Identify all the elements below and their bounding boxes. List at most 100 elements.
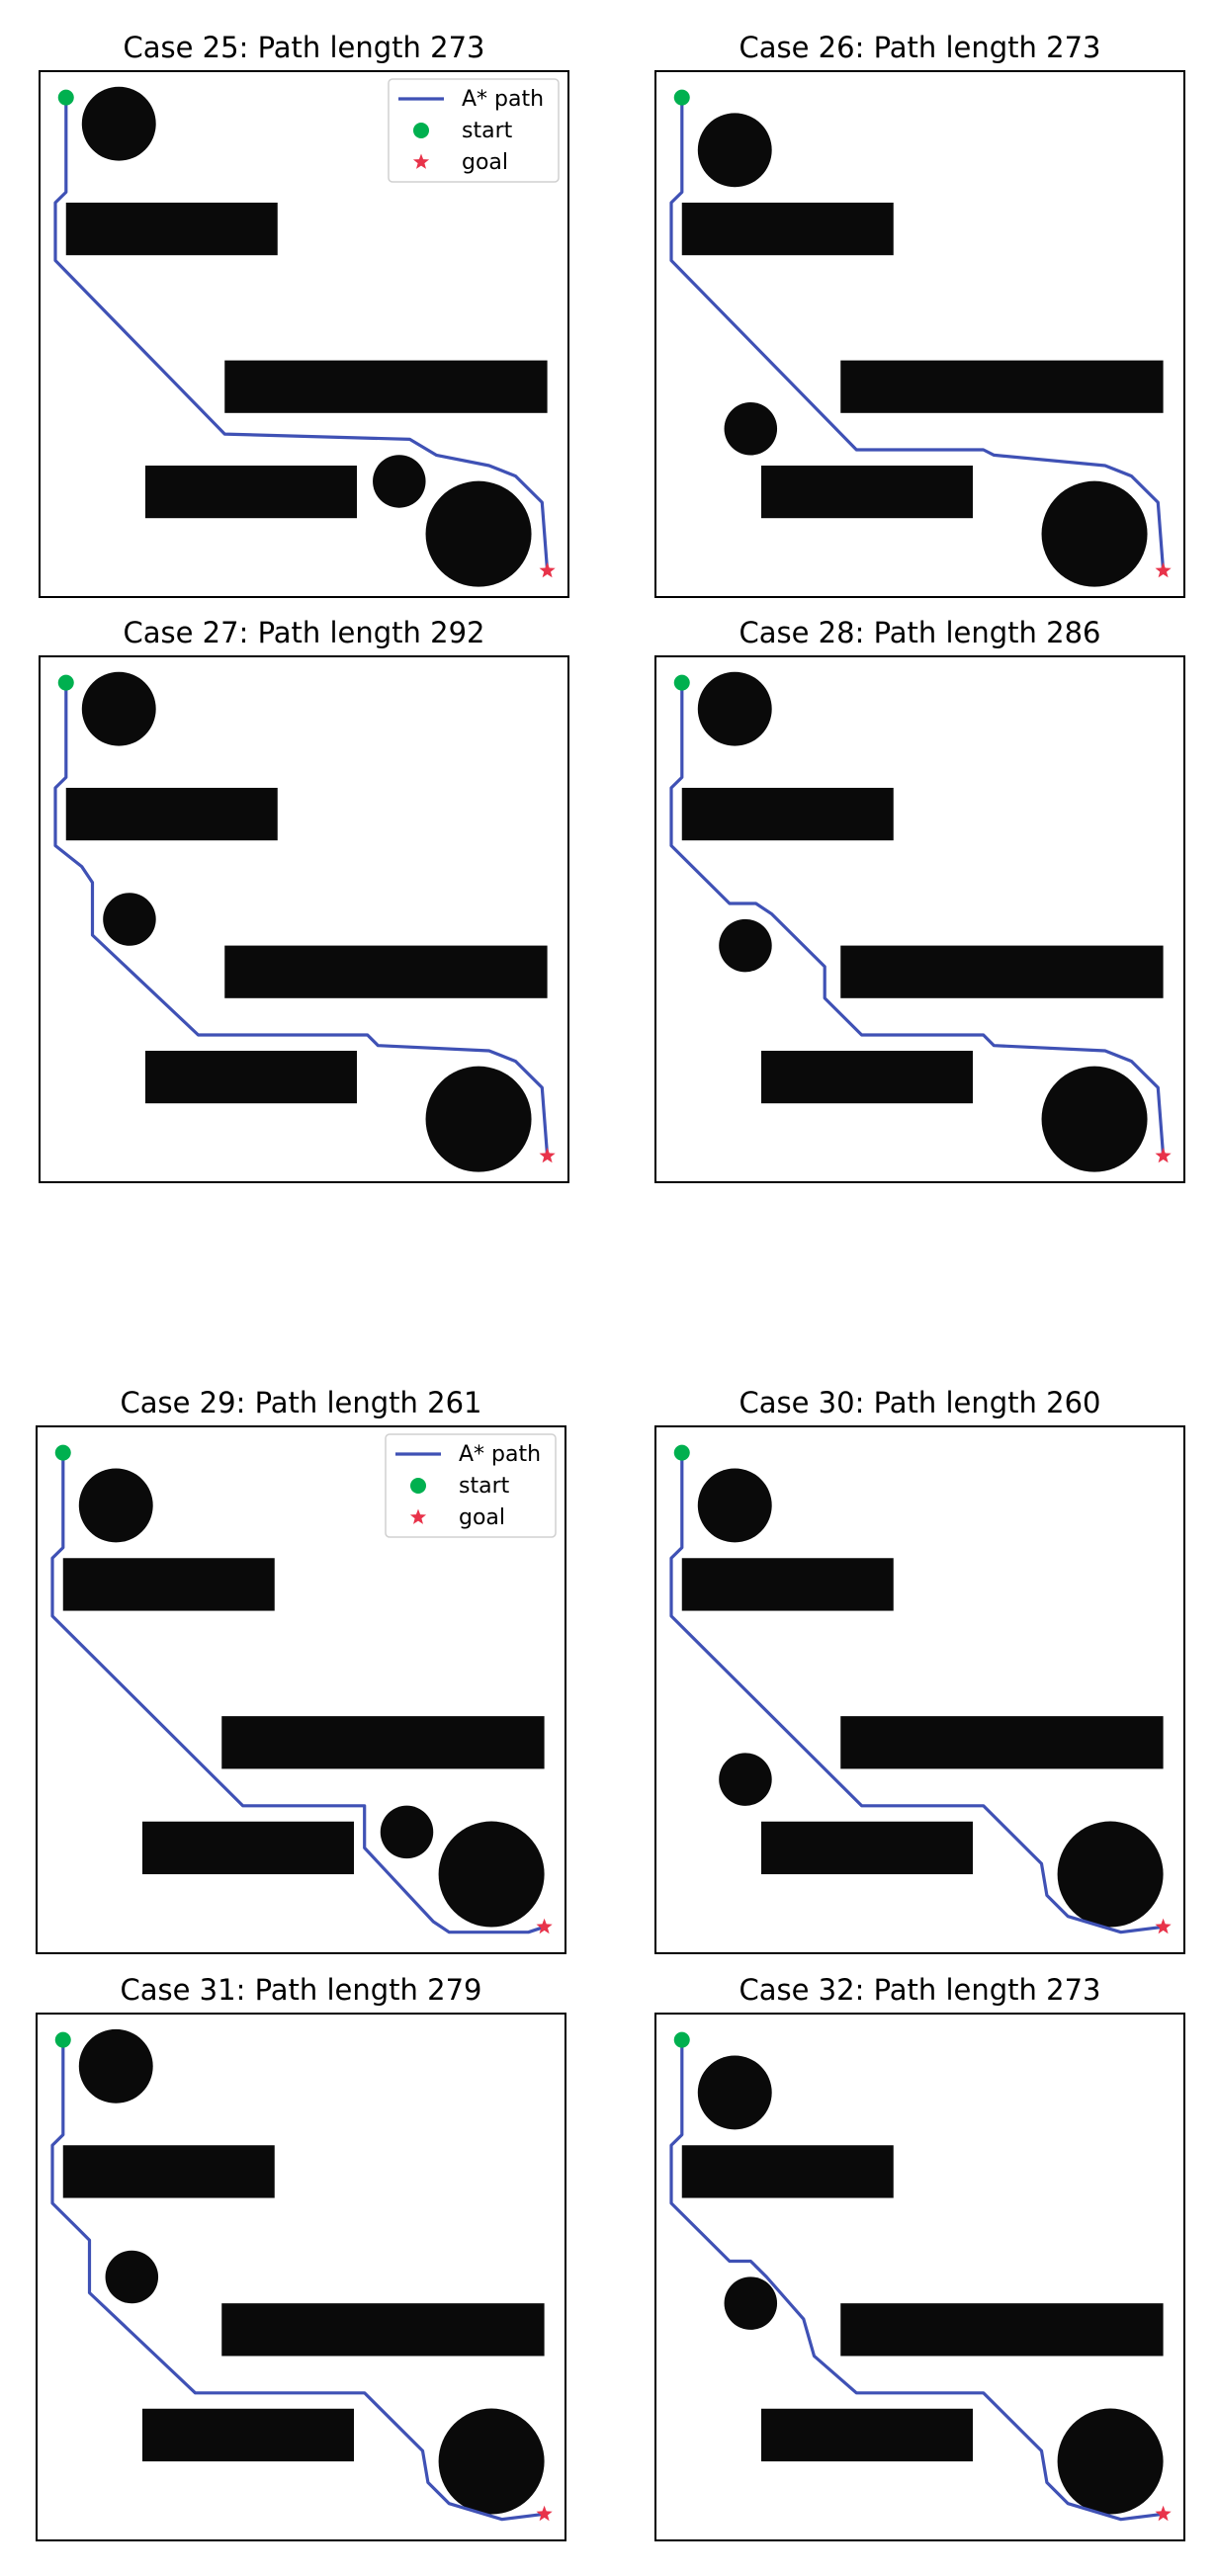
obstacle-rect [681, 203, 894, 256]
astar-path-line [669, 2038, 1166, 2522]
astar-path-line [53, 680, 550, 1159]
obstacle-circle [425, 1066, 532, 1172]
start-marker [673, 1444, 690, 1461]
obstacle-rect [840, 360, 1164, 413]
obstacle-circle [697, 671, 772, 746]
obstacle-rect [681, 2145, 894, 2198]
astar-path-line [669, 1451, 1166, 1934]
panel-1: Case 25: Path length 273 A* path start goal [39, 31, 569, 598]
obstacle-circle [438, 2408, 545, 2515]
obstacle-rect [221, 2303, 545, 2357]
obstacle-rect [681, 788, 894, 841]
goal-marker [536, 2505, 553, 2522]
panel-3: Case 27: Path length 292 [39, 616, 569, 1183]
obstacle-circle [78, 2028, 153, 2104]
legend-goal-swatch [412, 153, 430, 169]
legend-start-swatch [410, 1478, 426, 1494]
obstacle-rect [761, 1821, 973, 1875]
obstacle-rect [681, 1558, 894, 1611]
panel-5: Case 29: Path length 261 A* path start goal [36, 1386, 566, 1954]
axes-frame [654, 655, 1185, 1183]
obstacle-rect [62, 1558, 275, 1611]
obstacle-rect [224, 945, 548, 998]
goal-marker [539, 561, 556, 578]
legend-label: goal [459, 1505, 505, 1530]
obstacle-rect [62, 2145, 275, 2198]
obstacle-rect [142, 2408, 354, 2462]
legend: A* path start goal [388, 78, 560, 183]
panel-title: Case 30: Path length 260 [739, 1386, 1100, 1419]
goal-marker [1155, 561, 1172, 578]
legend-label: A* path [462, 87, 544, 112]
obstacle-rect [840, 945, 1164, 998]
panel-title: Case 29: Path length 261 [120, 1386, 481, 1419]
obstacle-circle [81, 671, 156, 746]
obstacle-circle [81, 86, 156, 161]
obstacle-circle [719, 918, 772, 973]
panel-7: Case 31: Path length 279 [36, 1973, 566, 2541]
obstacle-circle [719, 1753, 772, 1806]
goal-marker [536, 1918, 553, 1934]
obstacle-rect [65, 203, 278, 256]
start-marker [57, 674, 74, 691]
obstacle-circle [1057, 2408, 1164, 2515]
obstacle-rect [761, 466, 973, 519]
axes-frame [654, 1425, 1185, 1954]
goal-marker [1155, 2505, 1172, 2522]
obstacle-circle [697, 1468, 772, 1543]
obstacle-circle [697, 2055, 772, 2130]
obstacle-rect [224, 360, 548, 413]
astar-path-line [53, 95, 550, 573]
axes-frame [36, 1425, 566, 1954]
goal-marker [1155, 1918, 1172, 1934]
obstacle-rect [761, 2408, 973, 2462]
obstacle-circle [425, 480, 532, 587]
start-marker [57, 89, 74, 106]
obstacle-rect [840, 2303, 1164, 2357]
astar-path-line [50, 1451, 547, 1934]
start-marker [673, 89, 690, 106]
obstacle-circle [380, 1805, 434, 1859]
panel-title: Case 27: Path length 292 [123, 616, 484, 649]
astar-path-line [669, 95, 1166, 573]
panel-8: Case 32: Path length 273 [654, 1973, 1185, 2541]
obstacle-rect [142, 1821, 354, 1875]
start-marker [54, 1444, 71, 1461]
obstacle-circle [724, 2276, 778, 2330]
axes-frame [36, 2013, 566, 2541]
legend-goal-swatch [409, 1508, 427, 1524]
legend-label: start [462, 119, 513, 143]
obstacle-circle [103, 893, 156, 946]
obstacle-circle [1041, 480, 1148, 587]
start-marker [673, 674, 690, 691]
panel-4: Case 28: Path length 286 [654, 616, 1185, 1183]
legend-box [385, 1433, 557, 1538]
panel-title: Case 26: Path length 273 [739, 31, 1100, 64]
obstacle-circle [373, 455, 426, 508]
obstacle-circle [105, 2250, 159, 2304]
legend-label: start [459, 1474, 510, 1499]
obstacle-rect [145, 1051, 357, 1104]
panel-6: Case 30: Path length 260 [654, 1386, 1185, 1954]
legend-start-swatch [413, 123, 429, 138]
goal-marker [539, 1147, 556, 1163]
legend-label: A* path [459, 1442, 541, 1467]
obstacle-rect [221, 1716, 545, 1769]
axes-frame [39, 655, 569, 1183]
obstacle-circle [78, 1468, 153, 1543]
obstacle-circle [438, 1821, 545, 1928]
start-marker [54, 2031, 71, 2048]
panel-2: Case 26: Path length 273 [654, 31, 1185, 598]
legend-label: goal [462, 150, 508, 175]
start-marker [673, 2031, 690, 2048]
legend-box [388, 78, 560, 183]
axes-frame [39, 70, 569, 598]
panel-title: Case 32: Path length 273 [739, 1973, 1100, 2007]
panel-title: Case 25: Path length 273 [123, 31, 484, 64]
obstacle-circle [724, 402, 778, 456]
obstacle-rect [840, 1716, 1164, 1769]
axes-frame [654, 2013, 1185, 2541]
obstacle-rect [761, 1051, 973, 1104]
astar-path-line [50, 2038, 547, 2522]
